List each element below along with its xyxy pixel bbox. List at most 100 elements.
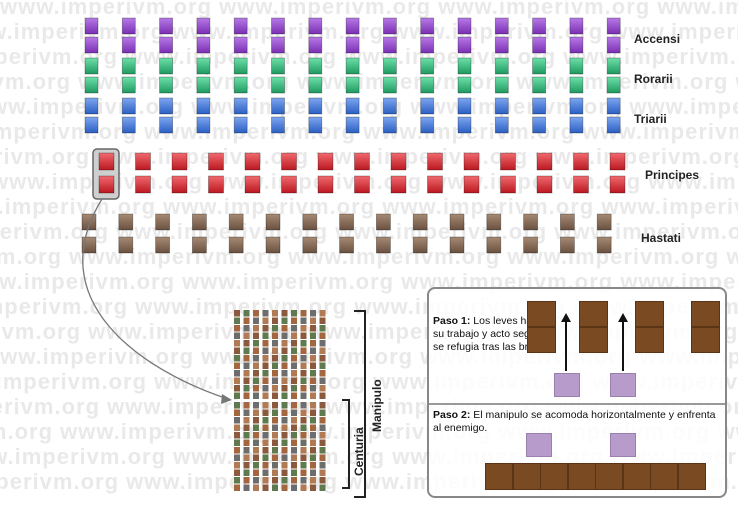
legionary-figure: [272, 347, 278, 354]
legionary-figure: [300, 484, 307, 491]
legionary-figure: [310, 317, 316, 324]
legionary-figure: [291, 477, 297, 484]
legionary-figure: [281, 377, 288, 384]
accensi-block: [420, 36, 435, 54]
legionary-figure: [272, 447, 278, 454]
legionary-figure: [253, 310, 259, 317]
expansion-arrowhead: [221, 394, 232, 404]
legionary-figure: [262, 392, 269, 399]
legionary-figure: [291, 355, 297, 362]
legionary-figure: [281, 417, 288, 424]
block-d-top: [691, 301, 720, 327]
triarii-block: [345, 116, 360, 134]
watermark-line: www.imperivm.org www.imperivm.org www.im…: [0, 0, 738, 19]
line-block: [540, 463, 568, 490]
hastati-block: [155, 236, 171, 254]
triarii-block: [121, 97, 136, 115]
hastati-block: [486, 236, 502, 254]
legionary-figure: [291, 462, 297, 469]
steps-divider: [429, 403, 725, 405]
legionary-figure: [243, 377, 250, 384]
legionary-figure: [319, 484, 326, 491]
line-block: [650, 463, 678, 490]
hastati-block: [339, 236, 355, 254]
hastati-block: [560, 236, 575, 254]
triarii-block: [494, 116, 509, 134]
legionary-figure: [319, 424, 326, 431]
block-a-bottom: [527, 327, 556, 353]
legionary-figure: [300, 424, 307, 431]
legionary-figure: [300, 409, 307, 416]
centuria-bracket: [342, 399, 350, 489]
legionary-figure: [310, 355, 316, 362]
hastati-block: [302, 236, 318, 254]
legionary-figure: [243, 454, 250, 461]
rorarii-block: [308, 76, 323, 94]
hastati-block: [228, 213, 244, 231]
legionary-figure: [243, 469, 250, 476]
hastati-block: [412, 236, 428, 254]
legionary-figure: [253, 385, 259, 392]
legionary-figure: [262, 432, 269, 439]
hastati-block: [265, 236, 281, 254]
accensi-block: [233, 17, 248, 35]
legionary-figure: [234, 484, 240, 491]
legionary-figure: [319, 355, 326, 362]
triarii-block: [233, 116, 248, 134]
legionary-figure: [253, 469, 259, 476]
legionary-figure: [281, 325, 288, 332]
legionary-figure: [310, 432, 316, 439]
legionary-figure: [272, 484, 278, 491]
accensi-block: [532, 17, 546, 35]
rorarii-block: [494, 76, 509, 94]
label-rorarii: Rorarii: [634, 72, 673, 86]
legionary-figure: [319, 417, 326, 424]
accensi-block: [84, 17, 99, 35]
legionary-figure: [262, 347, 269, 354]
legionary-figure: [300, 355, 307, 362]
triarii-block: [457, 116, 472, 134]
triarii-block: [121, 116, 136, 134]
legionary-figure: [319, 439, 326, 446]
legionary-figure: [272, 332, 278, 339]
principes-block: [281, 175, 297, 194]
block-b-top: [579, 301, 608, 327]
legionary-figure: [281, 432, 288, 439]
legionary-figure: [243, 362, 250, 369]
legionary-figure: [281, 392, 288, 399]
principes-block: [573, 152, 589, 171]
principes-block: [427, 152, 443, 171]
accensi-block: [271, 17, 285, 35]
triarii-block: [420, 97, 435, 115]
legionary-figure: [319, 462, 326, 469]
legionary-figure: [253, 417, 259, 424]
legionary-figure: [310, 340, 316, 347]
rorarii-block: [457, 57, 472, 75]
legionary-figure: [262, 447, 269, 454]
legionary-figure: [262, 462, 269, 469]
legionary-figure: [262, 469, 269, 476]
legionary-figure: [243, 424, 250, 431]
arrow-left-head: [561, 313, 571, 322]
legionary-figure: [319, 477, 326, 484]
principes-block: [463, 152, 480, 171]
principes-block: [171, 152, 188, 171]
legionary-figure: [281, 317, 288, 324]
legionary-figure: [300, 454, 307, 461]
accensi-block: [159, 36, 174, 54]
legionary-figure: [281, 454, 288, 461]
legionary-figure: [319, 340, 326, 347]
legionary-figure: [281, 469, 288, 476]
legionary-figure: [291, 417, 297, 424]
hastati-block: [191, 236, 207, 254]
legionary-figure: [319, 392, 326, 399]
legionary-figure: [262, 424, 269, 431]
legionary-figure: [281, 477, 288, 484]
legionary-figure: [310, 377, 316, 384]
expansion-arrow: [82, 198, 229, 400]
legionary-figure: [234, 347, 240, 354]
hastati-block: [523, 236, 538, 254]
legionary-figure: [243, 340, 250, 347]
accensi-block: [420, 17, 435, 35]
legionary-figure: [291, 362, 297, 369]
